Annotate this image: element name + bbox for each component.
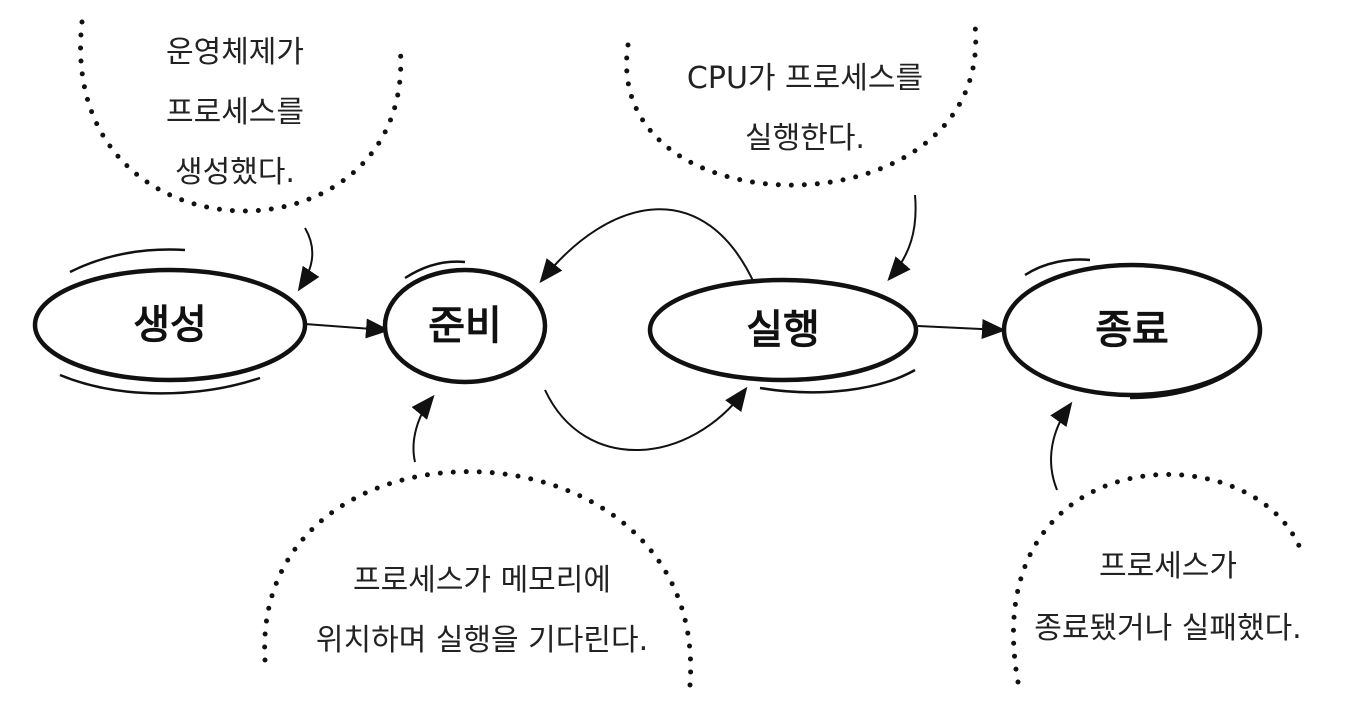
note-terminated: 프로세스가 종료됐거나 실패했다. [1034,549,1301,646]
svg-text:프로세스가 메모리에: 프로세스가 메모리에 [353,563,611,598]
svg-text:운영체제가: 운영체제가 [166,35,304,70]
pointer-arrow-created [297,227,320,292]
arrow-ready-to-running [544,386,748,451]
svg-text:종료: 종료 [1095,307,1169,353]
svg-text:생성했다.: 생성했다. [175,155,295,190]
svg-text:프로세스를: 프로세스를 [166,95,304,130]
arrow-created-to-ready [304,318,390,339]
note-ready: 프로세스가 메모리에 위치하며 실행을 기다린다. [316,563,648,658]
arrow-running-to-terminated [917,319,1006,340]
svg-text:종료됐거나 실패했다.: 종료됐거나 실패했다. [1034,611,1301,646]
note-running: CPU가 프로세스를 실행한다. [687,61,923,156]
state-ready: 준비 [382,260,548,385]
note-created: 운영체제가 프로세스를 생성했다. [166,35,304,190]
note-bubble-terminated [1010,472,1303,685]
note-bubble-ready [262,469,693,688]
state-terminated: 종료 [1001,258,1263,400]
pointer-arrow-ready [411,394,435,463]
svg-text:위치하며 실행을 기다린다.: 위치하며 실행을 기다린다. [316,623,648,658]
svg-text:프로세스가: 프로세스가 [1099,549,1237,584]
note-bubble-created [78,19,404,214]
svg-text:실행한다.: 실행한다. [745,121,865,156]
svg-text:실행: 실행 [746,307,820,353]
pointer-arrow-running [887,194,917,282]
svg-text:준비: 준비 [428,303,502,349]
note-bubble-running [624,22,979,188]
state-running: 실행 [647,277,919,394]
arrow-running-to-ready [539,208,756,286]
pointer-arrow-terminated [1050,401,1073,491]
svg-text:생성: 생성 [133,302,207,348]
state-created: 생성 [32,248,308,395]
svg-text:CPU가 프로세스를: CPU가 프로세스를 [687,61,923,96]
